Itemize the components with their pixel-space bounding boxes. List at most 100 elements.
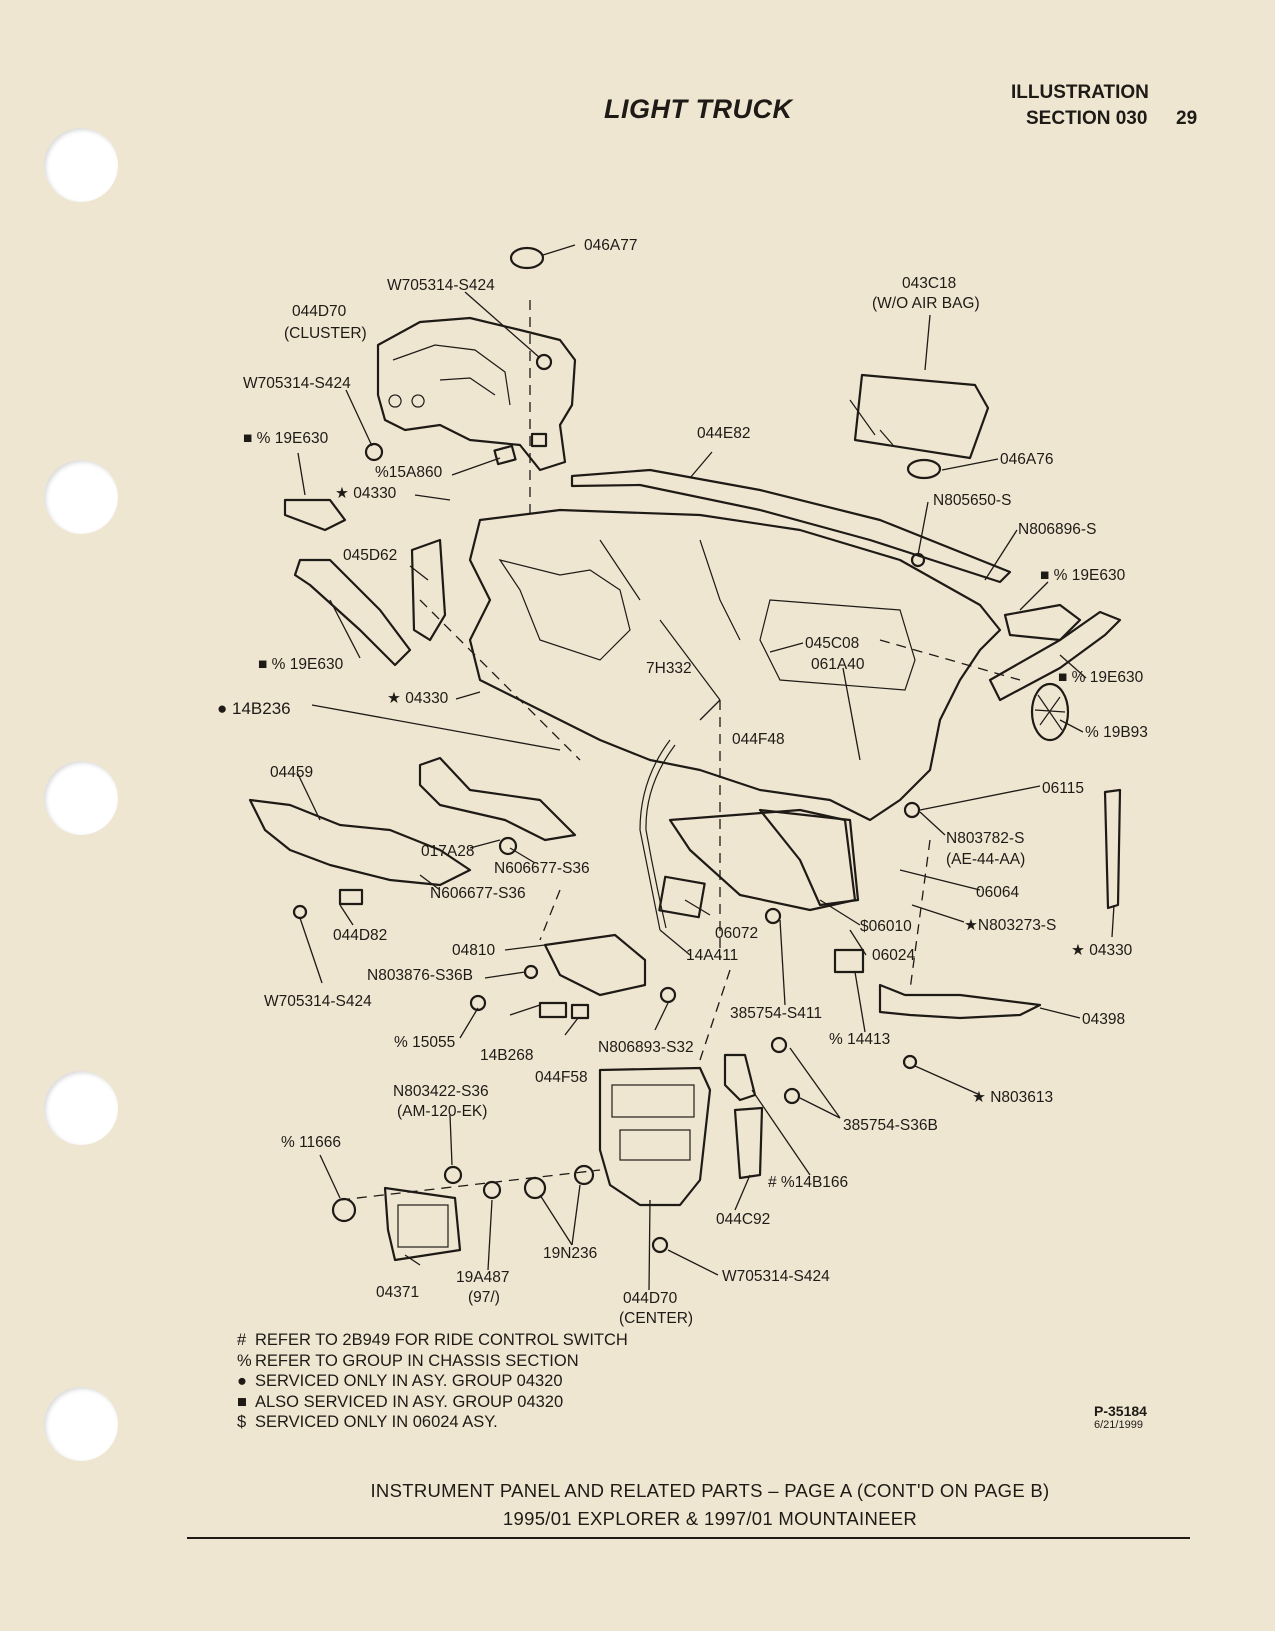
legend-text: REFER TO GROUP IN CHASSIS SECTION: [255, 1351, 579, 1370]
label-385754-S411: 385754-S411: [730, 1005, 822, 1022]
caption-rule: [187, 1537, 1190, 1539]
label-044F58: 044F58: [535, 1069, 588, 1086]
label-N803273-S: ★N803273-S: [964, 917, 1056, 934]
legend-row: %REFER TO GROUP IN CHASSIS SECTION: [237, 1351, 628, 1372]
label-14413: % 14413: [829, 1031, 890, 1048]
label-14A411: 14A411: [686, 947, 738, 964]
label-19N236: 19N236: [543, 1245, 597, 1262]
legend-symbol: $: [237, 1413, 247, 1431]
label-11666: % 11666: [281, 1134, 341, 1151]
label-044C92: 044C92: [716, 1211, 770, 1228]
label-19E630-b: ■ % 19E630: [258, 656, 344, 673]
label-046A76: 046A76: [1000, 451, 1053, 468]
label-04371: 04371: [376, 1284, 419, 1301]
legend-text: ALSO SERVICED IN ASY. GROUP 04320: [255, 1392, 564, 1411]
lower-trim-04398-shape: [878, 983, 1042, 1020]
label-N606677-S36-b: N606677-S36: [430, 885, 526, 902]
label-385754-S36B: 385754-S36B: [843, 1117, 938, 1134]
caption-line-1: INSTRUMENT PANEL AND RELATED PARTS – PAG…: [370, 1480, 1050, 1501]
label-04459: 04459: [270, 764, 313, 781]
label-06010: $06010: [860, 918, 912, 935]
label-045D62: 045D62: [343, 547, 397, 564]
legend-symbol: #: [237, 1331, 247, 1349]
legend-row: ■ ALSO SERVICED IN ASY. GROUP 04320: [237, 1392, 628, 1413]
part-046A77-shape: [509, 246, 545, 270]
instrument-panel-shape: [468, 508, 1002, 822]
label-N805650-S: N805650-S: [933, 492, 1011, 509]
label-044D82: 044D82: [333, 927, 387, 944]
label-W705314-S424-left: W705314-S424: [243, 375, 351, 392]
label-044F48: 044F48: [732, 731, 785, 748]
label-W705314-S424-mid: W705314-S424: [264, 993, 372, 1010]
legend-text: REFER TO 2B949 FOR RIDE CONTROL SWITCH: [255, 1331, 628, 1349]
label-7H332: 7H332: [646, 660, 692, 677]
label-06024: 06024: [872, 947, 915, 964]
legend-symbol: ■: [237, 1392, 247, 1411]
label-06072: 06072: [715, 925, 758, 942]
section-label: SECTION 030: [1026, 108, 1148, 129]
label-19A487-note: (97/): [468, 1289, 500, 1306]
label-06115: 06115: [1042, 780, 1084, 797]
glovebox-door-043C18-shape: [853, 373, 990, 460]
label-017A28: 017A28: [421, 843, 474, 860]
label-04330-c: ★ 04330: [1071, 942, 1133, 959]
label-N803422-S36-note: (AM-120-EK): [397, 1103, 487, 1120]
label-N803782-S-note: (AE-44-AA): [946, 851, 1025, 868]
label-N803613: ★ N803613: [972, 1089, 1053, 1106]
label-19A487: 19A487: [456, 1269, 509, 1286]
label-N806896-S: N806896-S: [1018, 521, 1096, 538]
cluster-bezel-shape: [376, 316, 577, 472]
label-14B166: # %14B166: [768, 1174, 848, 1191]
label-N803422-S36: N803422-S36: [393, 1083, 489, 1100]
label-043C18: 043C18: [902, 275, 956, 292]
legend-text: SERVICED ONLY IN ASY. GROUP 04320: [255, 1372, 563, 1390]
label-045C08: 045C08: [805, 635, 859, 652]
label-04398: 04398: [1082, 1011, 1125, 1028]
glove-box-06010-shape: [668, 808, 857, 912]
label-043C18-note: (W/O AIR BAG): [872, 295, 980, 312]
label-04330-a: ★ 04330: [335, 485, 397, 502]
label-04330-b: ★ 04330: [387, 690, 449, 707]
label-N606677-S36-a: N606677-S36: [494, 860, 590, 877]
binder-hole-1: [44, 128, 118, 202]
binder-hole-4: [44, 1071, 118, 1145]
legend-symbol: ●: [237, 1372, 247, 1390]
page-title: LIGHT TRUCK: [604, 94, 793, 124]
label-046A77: 046A77: [584, 237, 637, 254]
lower-panel-04459-shape: [248, 798, 472, 887]
label-W705314-S424-top: W705314-S424: [387, 277, 495, 294]
caption-line-2: 1995/01 EXPLORER & 1997/01 MOUNTAINEER: [502, 1508, 918, 1529]
label-19B93: % 19B93: [1085, 724, 1148, 741]
label-15A860: %15A860: [375, 464, 443, 481]
label-044D70-center: 044D70: [623, 1290, 678, 1307]
binder-hole-3: [44, 761, 118, 835]
defroster-grille-044E82-shape: [570, 468, 1012, 584]
label-19E630-a: ■ % 19E630: [243, 430, 329, 447]
label-06064: 06064: [976, 884, 1019, 901]
label-04810: 04810: [452, 942, 495, 959]
legend-row: $ SERVICED ONLY IN 06024 ASY.: [237, 1412, 628, 1433]
legend-row: # REFER TO 2B949 FOR RIDE CONTROL SWITCH: [237, 1330, 628, 1351]
symbol-legend: #REFER TO 2B949 FOR RIDE CONTROL SWITCH …: [237, 1330, 628, 1433]
legend-symbol: %: [237, 1351, 252, 1370]
figure-date: 6/21/1999: [1094, 1419, 1143, 1431]
label-14B236: ● 14B236: [217, 699, 291, 718]
label-19E630-c: ■ % 19E630: [1040, 567, 1126, 584]
label-N803876-S36B: N803876-S36B: [367, 967, 473, 984]
label-N806893-S32: N806893-S32: [598, 1039, 694, 1056]
label-19E630-d: ■ % 19E630: [1058, 669, 1144, 686]
binder-hole-5: [44, 1387, 118, 1461]
label-044E82: 044E82: [697, 425, 750, 442]
illustration-label: ILLUSTRATION: [1011, 82, 1149, 103]
bezel-04371-shape: [383, 1186, 462, 1262]
label-14B268: 14B268: [480, 1047, 533, 1064]
label-044D70-cluster-note: (CLUSTER): [284, 325, 367, 342]
label-044D70-center-note: (CENTER): [619, 1310, 693, 1327]
page-number: 29: [1176, 108, 1198, 129]
label-N803782-S: N803782-S: [946, 830, 1024, 847]
figure-number: P-35184: [1094, 1403, 1147, 1419]
legend-text: SERVICED ONLY IN 06024 ASY.: [255, 1413, 498, 1431]
binder-hole-2: [44, 460, 118, 534]
label-15055: % 15055: [394, 1034, 455, 1051]
